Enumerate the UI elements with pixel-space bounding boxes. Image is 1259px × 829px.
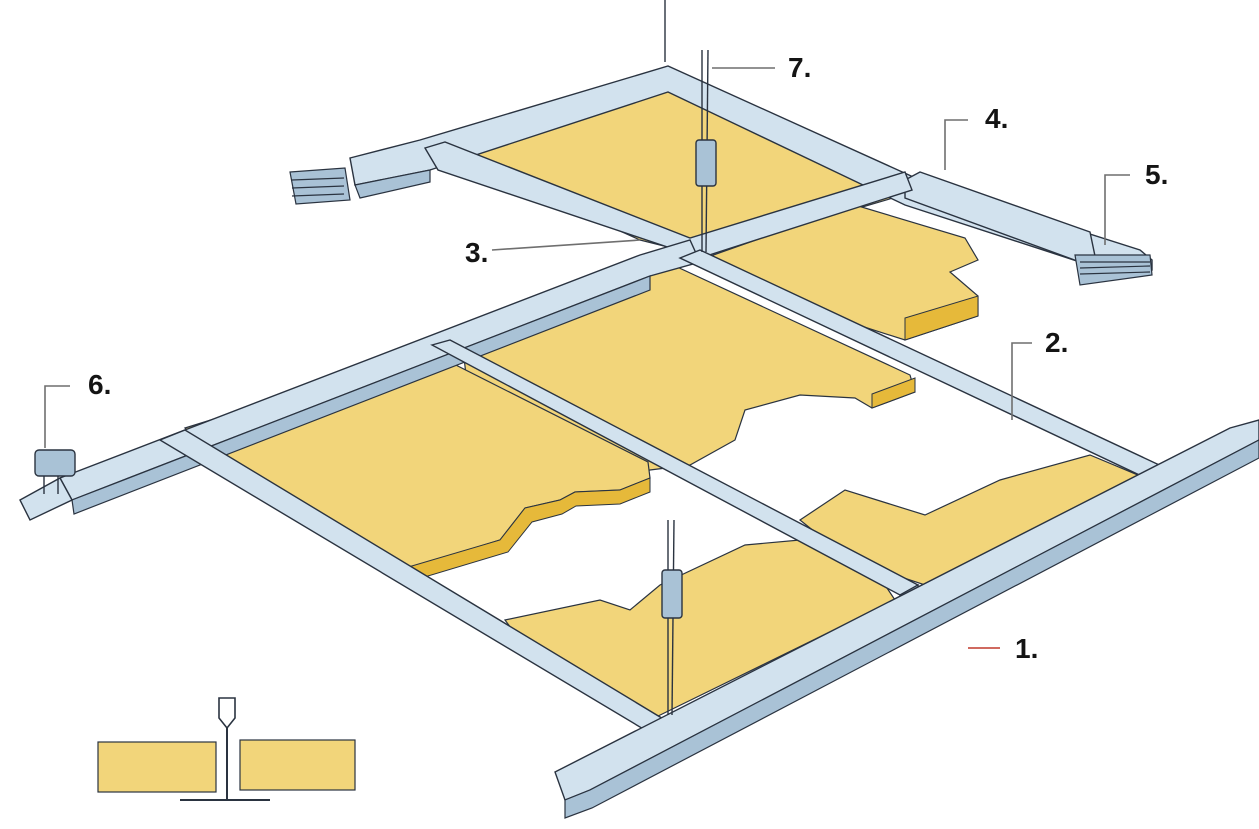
callout-label-4: 4. — [985, 103, 1008, 134]
callout-label-5: 5. — [1145, 159, 1168, 190]
callout-label-2: 2. — [1045, 327, 1068, 358]
leader-4 — [944, 119, 968, 170]
grid-rails — [19, 65, 1259, 819]
ceiling-panel-right-edge — [904, 295, 979, 341]
adjuster-clip-icon — [695, 139, 717, 187]
wall-angle-5 — [1074, 254, 1153, 286]
ceiling-panel-left-edge — [404, 477, 651, 583]
callout-label-3: 3. — [465, 237, 488, 268]
splice-clip-icon — [34, 449, 76, 494]
leader-lines — [44, 67, 1130, 649]
callout-label-1: 1. — [1015, 633, 1038, 664]
leader-2 — [1011, 342, 1032, 420]
leader-3 — [491, 239, 641, 251]
cross-tee-3 — [423, 141, 913, 259]
callout-labels: 1. 2. 3. 4. 5. 6. 7. — [88, 52, 1168, 664]
section-detail-icon — [97, 697, 356, 801]
section-tile-left — [97, 741, 217, 793]
section-tile-right — [239, 739, 356, 791]
back-main-runner-side — [354, 169, 431, 199]
leader-6 — [44, 385, 70, 448]
ceiling-panel-center-edge — [871, 377, 916, 409]
hangers — [661, 0, 717, 716]
main-runner-left-end — [19, 477, 73, 521]
front-main-runner-1-side — [564, 439, 1259, 819]
adjuster-clip-lower — [661, 569, 683, 619]
wall-angle-icon — [291, 177, 1151, 275]
callout-label-7: 7. — [788, 52, 811, 83]
callout-label-6: 6. — [88, 369, 111, 400]
leader-5 — [1104, 174, 1130, 245]
section-bulb — [218, 697, 236, 730]
